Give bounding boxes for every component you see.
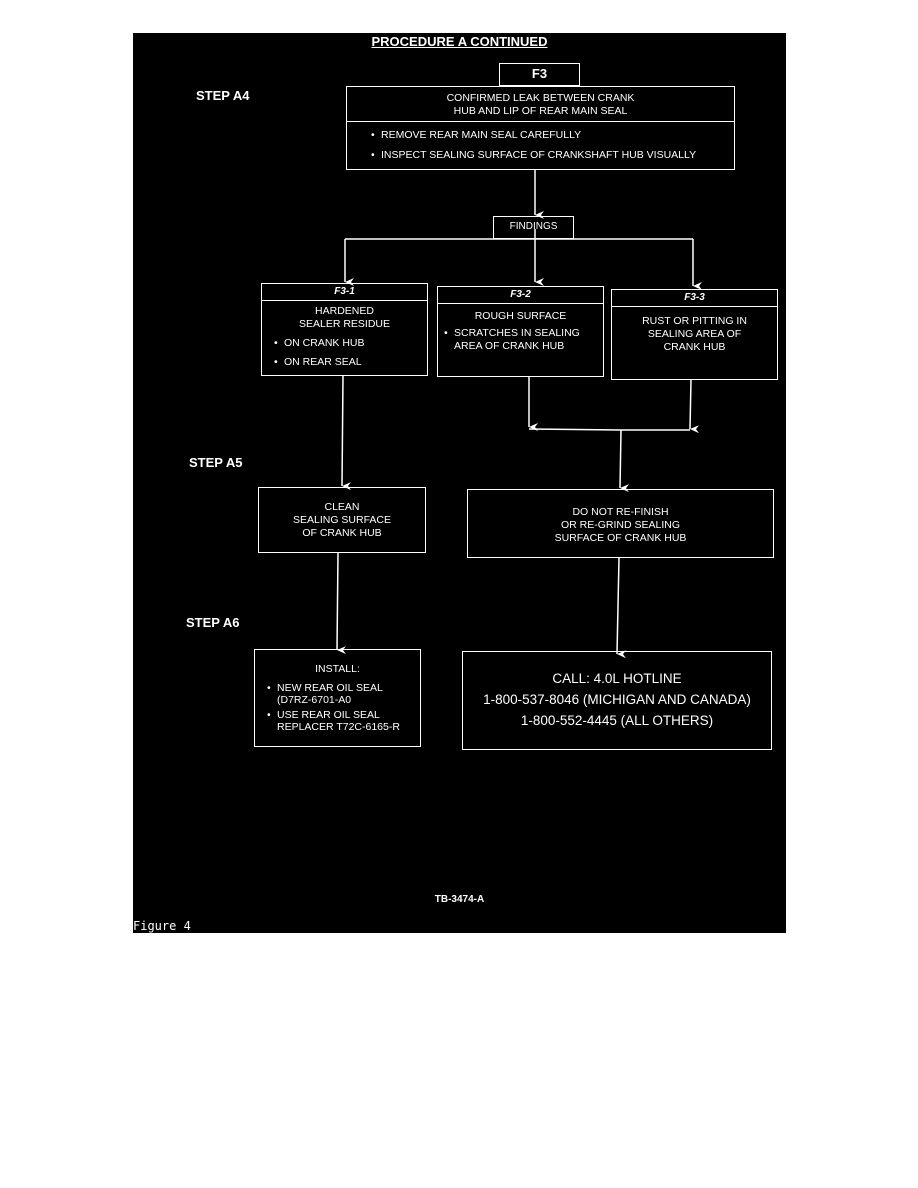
f3-3-line: RUST OR PITTING IN [642,315,747,327]
f3-label: F3 [531,66,548,81]
a4-bullet: INSPECT SEALING SURFACE OF CRANKSHAFT HU… [369,145,734,165]
f3-1-box: F3-1 HARDENED SEALER RESIDUE ON CRANK HU… [261,283,428,376]
no-refinish-line: SURFACE OF CRANK HUB [554,532,687,544]
step-a5-label: STEP A5 [189,455,243,470]
findings-label: FINDINGS [509,221,558,232]
install-heading: INSTALL: [315,663,360,675]
no-refinish-line: DO NOT RE-FINISH [572,506,669,518]
clean-line: SEALING SURFACE [292,514,392,526]
hotline-line: CALL: 4.0L HOTLINE [552,671,682,686]
f3-3-header: F3-3 [612,290,777,307]
hotline-phone-all-others: 1-800-552-4445 (ALL OTHERS) [520,713,714,728]
a4-heading-line: HUB AND LIP OF REAR MAIN SEAL [453,105,628,117]
clean-line: CLEAN [324,501,360,513]
arrow-clean-to-install [336,552,347,655]
no-refinish-line: OR RE-GRIND SEALING [560,519,681,531]
document-id: TB-3474-A [434,894,485,905]
a4-bullet: REMOVE REAR MAIN SEAL CAREFULLY [369,125,734,145]
install-bullet: USE REAR OIL SEAL REPLACER T72C-6165-R [265,709,420,733]
f3-2-bullet: SCRATCHES IN SEALING AREA OF CRANK HUB [442,323,588,353]
f3-1-line: SEALER RESIDUE [298,318,391,330]
install-bullets: NEW REAR OIL SEAL (D7RZ-6701-A0 USE REAR… [255,682,420,733]
findings-box: FINDINGS [493,216,574,239]
f3-2-line: ROUGH SURFACE [474,310,567,322]
a4-heading: CONFIRMED LEAK BETWEEN CRANK HUB AND LIP… [347,87,734,122]
a4-heading-line: CONFIRMED LEAK BETWEEN CRANK [446,92,635,104]
f3-2-header: F3-2 [438,287,603,304]
clean-box: CLEAN SEALING SURFACE OF CRANK HUB [258,487,426,553]
f3-1-bullet: ON REAR SEAL [272,353,427,372]
a4-box: CONFIRMED LEAK BETWEEN CRANK HUB AND LIP… [346,86,735,170]
arrow-f3-1-to-clean [341,374,352,491]
hotline-phone-michigan-canada: 1-800-537-8046 (MICHIGAN AND CANADA) [483,692,751,707]
f3-3-text: RUST OR PITTING IN SEALING AREA OF CRANK… [612,307,777,354]
step-a4-label: STEP A4 [196,88,250,103]
f3-box: F3 [499,63,580,86]
install-box: INSTALL: NEW REAR OIL SEAL (D7RZ-6701-A0… [254,649,421,747]
step-a6-label: STEP A6 [186,615,240,630]
diagram-figure: PROCEDURE A CONTINUED STEP A4 STEP A5 ST… [133,33,786,933]
install-bullet-line: USE REAR OIL SEAL [277,709,380,721]
f3-1-text: HARDENED SEALER RESIDUE [262,301,427,331]
a4-bullets: REMOVE REAR MAIN SEAL CAREFULLY INSPECT … [347,122,734,165]
clean-line: OF CRANK HUB [302,527,382,539]
figure-caption: Figure 4 [133,919,191,933]
install-bullet-line: (D7RZ-6701-A0 [277,694,352,706]
f3-1-line: HARDENED [315,305,374,317]
install-bullet: NEW REAR OIL SEAL (D7RZ-6701-A0 [265,682,420,706]
install-bullet-line: REPLACER T72C-6165-R [277,721,400,733]
f3-3-box: F3-3 RUST OR PITTING IN SEALING AREA OF … [611,289,778,380]
f3-1-header: F3-1 [262,284,427,301]
f3-3-line: SEALING AREA OF [647,328,742,340]
merge-line [528,428,690,431]
connector-lines [336,170,702,659]
arrow-no-refinish-to-call [616,557,627,659]
no-refinish-box: DO NOT RE-FINISH OR RE-GRIND SEALING SUR… [467,489,774,558]
f3-1-bullet: ON CRANK HUB [272,334,427,353]
install-bullet-line: NEW REAR OIL SEAL [277,682,383,694]
arrow-f3-3-down [689,379,700,434]
f3-1-bullets: ON CRANK HUB ON REAR SEAL [262,331,427,372]
page-title: PROCEDURE A CONTINUED [371,34,548,49]
f3-2-box: F3-2 ROUGH SURFACE SCRATCHES IN SEALING … [437,286,604,377]
f3-3-line: CRANK HUB [663,341,726,353]
arrow-merge-to-no-refinish [619,429,630,493]
hotline-box: CALL: 4.0L HOTLINE 1-800-537-8046 (MICHI… [462,651,772,750]
